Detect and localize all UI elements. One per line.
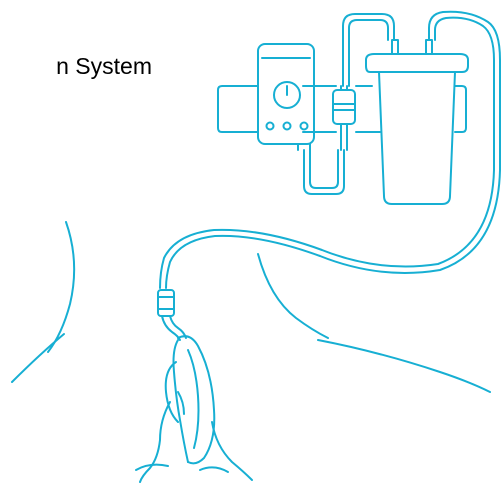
wall-rail bbox=[217, 85, 467, 133]
patient-mouth-corner bbox=[177, 391, 185, 415]
patient-shoulder-left bbox=[11, 333, 65, 383]
page-title: n System bbox=[56, 53, 152, 79]
patient-chin bbox=[139, 401, 171, 483]
tube-connector bbox=[157, 289, 187, 341]
regulator-body bbox=[257, 43, 315, 145]
patient-neck-right bbox=[257, 253, 329, 339]
patient-throat bbox=[135, 463, 229, 473]
patient-lips bbox=[164, 361, 179, 423]
regulator-knob-left-icon bbox=[265, 121, 275, 131]
canister-outlet-tube bbox=[165, 10, 501, 289]
vacuum-tube-inner bbox=[348, 19, 389, 87]
regulator-knob-right-icon bbox=[299, 121, 309, 131]
connector-rings bbox=[157, 296, 175, 310]
connector-body bbox=[157, 289, 175, 317]
filter-body bbox=[332, 89, 356, 125]
catheter-shaft bbox=[172, 339, 189, 463]
filter-band bbox=[332, 103, 356, 111]
patient-shoulder-right bbox=[317, 339, 491, 393]
canister-outlet-tube-inner bbox=[159, 16, 495, 289]
regulator-knob-center-icon bbox=[282, 121, 292, 131]
suction-regulator bbox=[257, 43, 315, 151]
inline-filter bbox=[332, 85, 356, 151]
collection-canister bbox=[365, 39, 469, 205]
filter-connectors bbox=[340, 85, 348, 151]
canister-lid-ports bbox=[391, 39, 433, 55]
regulator-gauge-icon bbox=[273, 81, 301, 109]
catheter-inner-groove bbox=[187, 349, 200, 449]
oral-suction-catheter bbox=[172, 335, 216, 465]
vacuum-tube bbox=[342, 13, 395, 87]
patient-neck-left bbox=[47, 221, 76, 353]
patient-jaw-right bbox=[211, 421, 253, 481]
catheter-tip bbox=[177, 335, 216, 465]
canister-body bbox=[378, 71, 456, 205]
regulator-to-canister-loop bbox=[303, 149, 345, 195]
canister-lid bbox=[365, 53, 469, 73]
